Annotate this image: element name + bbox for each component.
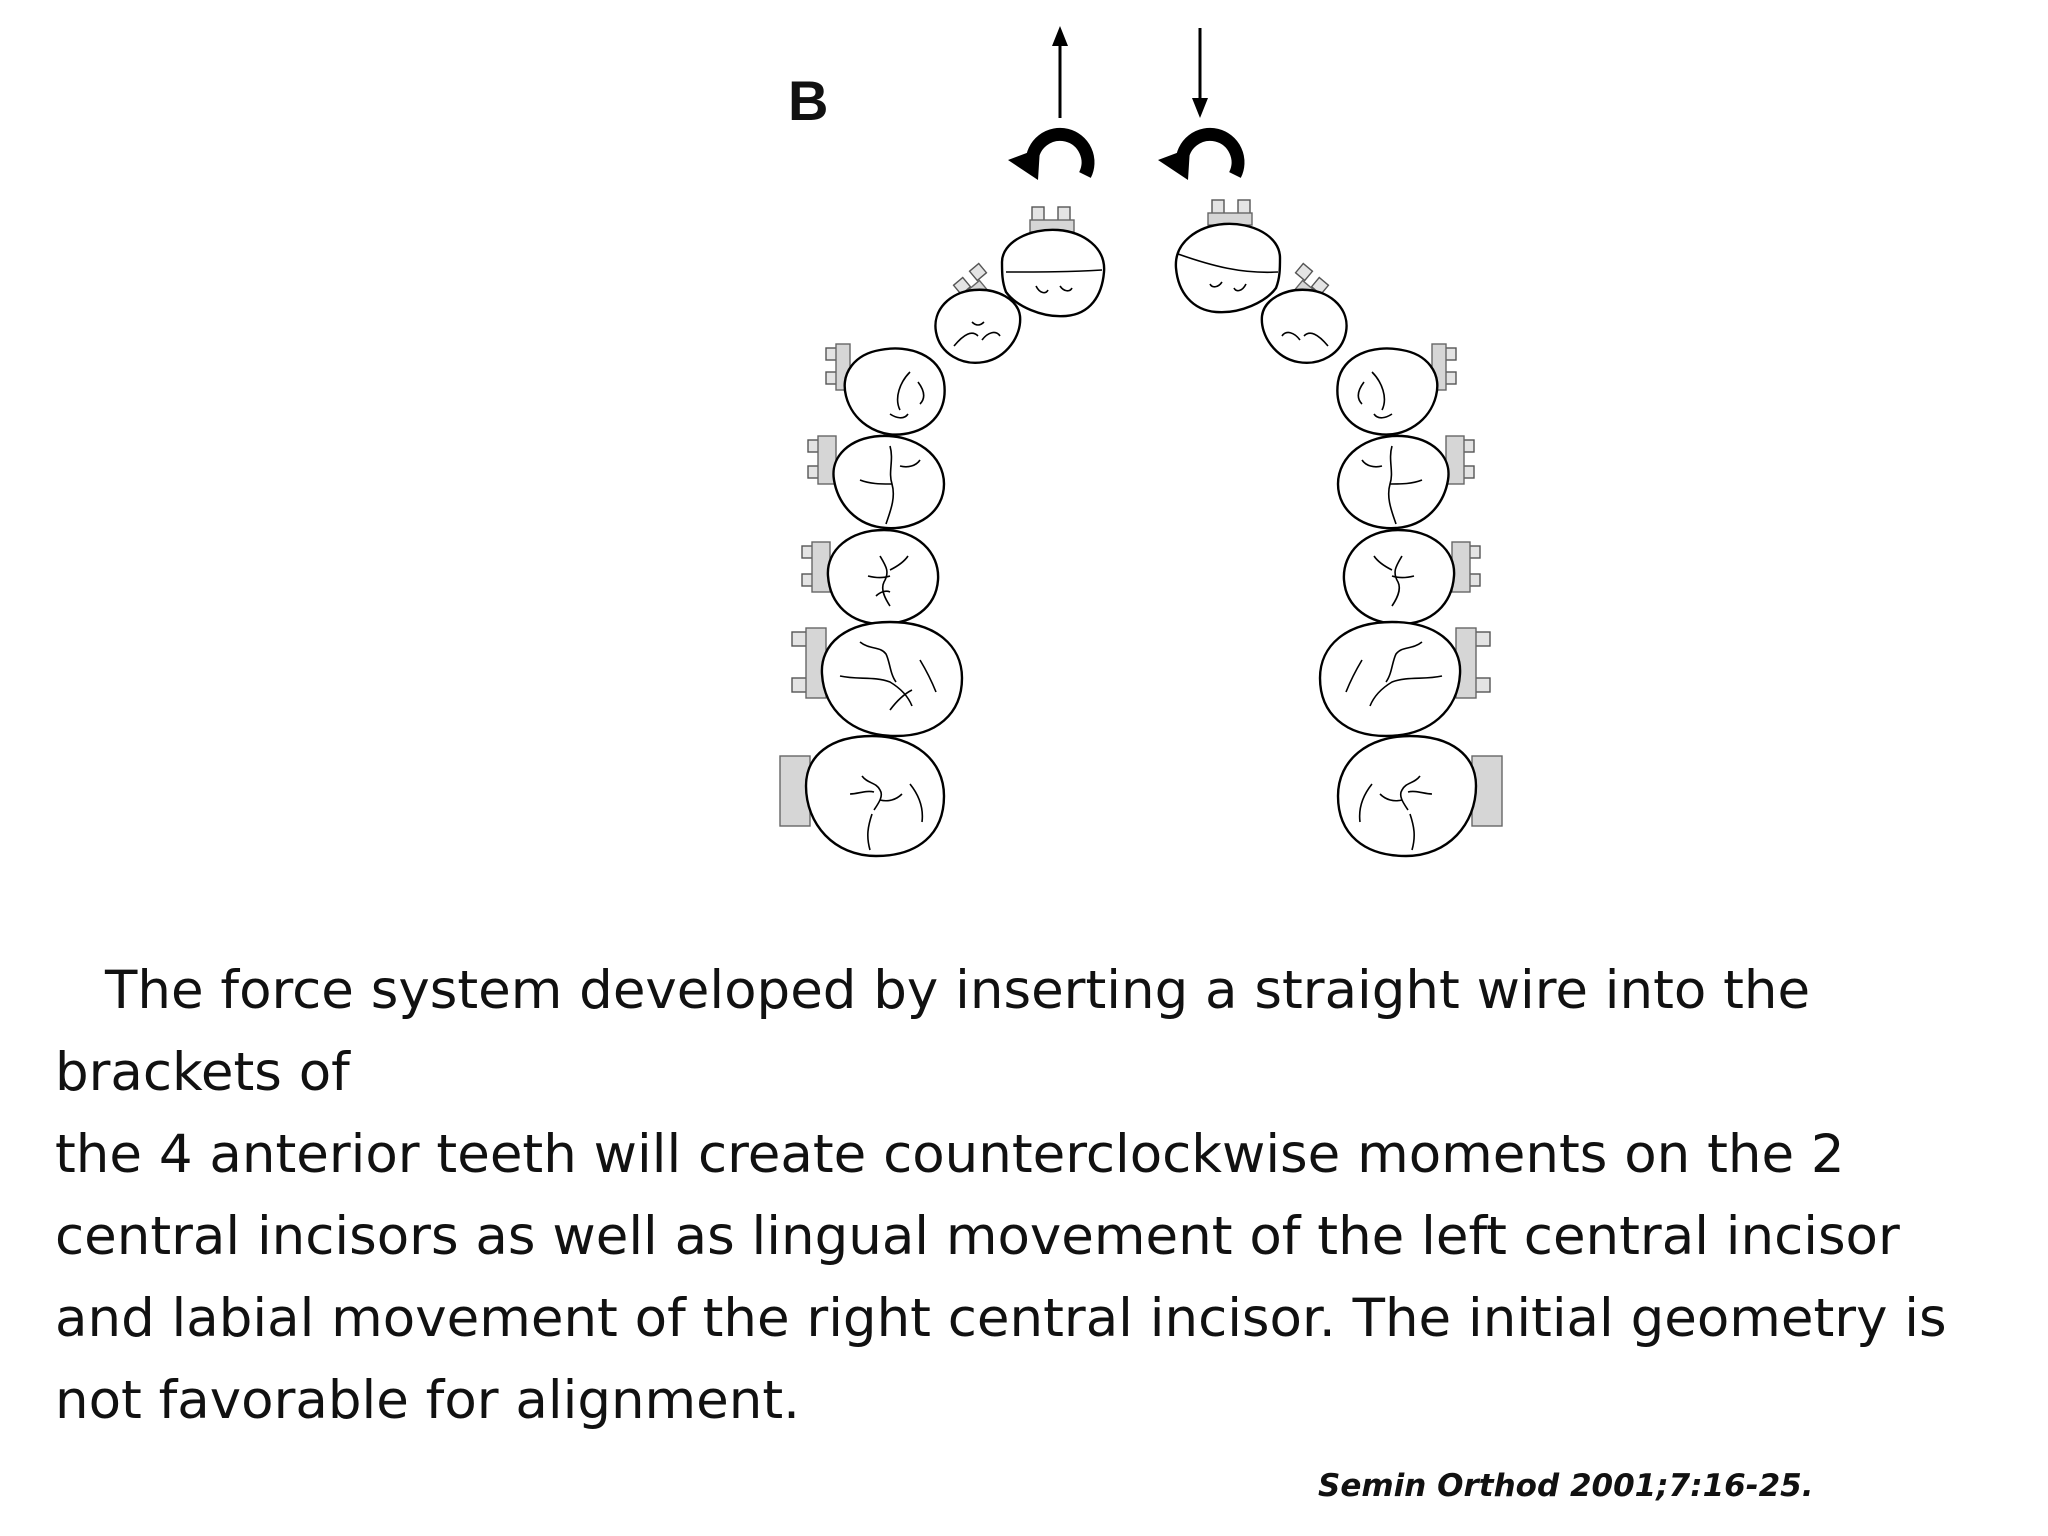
up-arrow-icon — [1052, 26, 1068, 118]
panel-label: B — [788, 69, 828, 132]
right-canine — [1336, 343, 1457, 436]
caption-text: The force system developed by inserting … — [55, 950, 2030, 1442]
down-arrow-icon — [1192, 28, 1208, 118]
caption-line: The force system developed by inserting … — [105, 960, 1811, 1021]
left-second-molar — [779, 734, 946, 858]
dental-arch-figure: B — [740, 10, 1520, 880]
right-central-incisor — [1174, 199, 1282, 314]
left-lateral-incisor — [934, 262, 1022, 364]
right-second-molar — [1336, 734, 1503, 858]
caption-line: brackets of — [55, 1042, 350, 1103]
left-central-incisor — [1000, 206, 1106, 318]
counterclockwise-moment-icon — [1008, 127, 1095, 180]
citation: Semin Orthod 2001;7:16-25. — [1318, 1468, 1814, 1504]
caption-line: and labial movement of the right central… — [55, 1288, 1947, 1349]
counterclockwise-moment-icon — [1158, 127, 1245, 180]
right-first-premolar — [1336, 434, 1475, 530]
caption-line: not favorable for alignment. — [55, 1370, 801, 1431]
caption-line: central incisors as well as lingual move… — [55, 1206, 1900, 1267]
left-first-molar — [791, 620, 964, 738]
right-second-premolar — [1342, 528, 1481, 626]
left-canine — [825, 343, 946, 436]
right-first-molar — [1318, 620, 1491, 738]
dental-arch-diagram: B — [779, 26, 1503, 858]
right-lateral-incisor — [1260, 262, 1348, 364]
left-first-premolar — [807, 434, 946, 530]
left-second-premolar — [801, 528, 940, 626]
caption-line: the 4 anterior teeth will create counter… — [55, 1124, 1845, 1185]
